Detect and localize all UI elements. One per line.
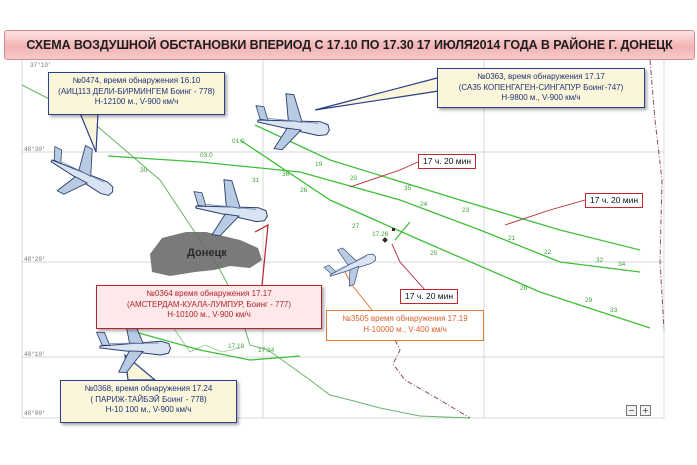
track-label-group: 03.0 01.0 17.18 17.24 17.26 19 20 21 22 …: [140, 138, 626, 354]
track-label: 31: [252, 177, 260, 184]
track-label: 29: [585, 297, 593, 304]
grid-label: 37°10': [30, 62, 52, 69]
time-tag: 17 ч. 20 мин: [418, 154, 477, 169]
flight-tracks: [107, 124, 651, 361]
callout-0364: №0364 время обнаружения 17.17 (АМСТЕРДАМ…: [96, 285, 322, 329]
page-title: СХЕМА ВОЗДУШНОЙ ОБСТАНОВКИ ВПЕРИОД С 17.…: [26, 38, 673, 52]
track-label: 33: [610, 307, 618, 314]
callout-line: №0363, время обнаружения 17.17: [477, 72, 605, 81]
track-label: 20: [350, 175, 358, 182]
track-label: 17.24: [258, 347, 275, 354]
callout-line: (АИЦ113 ДЕЛИ-БИРМИНГЕМ Боинг - 778): [58, 86, 215, 96]
callout-line: (СА35 КОПЕНГАГЕН-СИНГАПУР Боинг-747): [458, 82, 624, 92]
track-label: 23: [462, 207, 470, 214]
city-label: Донецк: [187, 247, 227, 259]
track-label: 30: [140, 167, 148, 174]
grid-label: 48°00': [24, 410, 46, 417]
state-border-line: [392, 59, 665, 419]
callout-line: Н-10 100 м., V-900 км/ч: [105, 405, 192, 414]
callout-0363: №0363, время обнаружения 17.17 (СА35 КОП…: [437, 68, 645, 108]
track-label: 19: [315, 161, 323, 168]
callout-line: ( ПАРИЖ-ТАЙБЭЙ Боинг - 778): [90, 394, 207, 404]
red-callout-leader: [254, 223, 269, 286]
callout-line: №3505 время обнаружения 17.19: [342, 314, 468, 323]
track-label: 21: [508, 235, 516, 242]
callout-3505: №3505 время обнаружения 17.19 Н-10000 м.…: [326, 310, 484, 341]
callout-line: (АМСТЕРДАМ-КУАЛА-ЛУМПУР, Боинг - 777): [126, 299, 292, 309]
track-label: 24: [420, 201, 428, 208]
time-leaders: [349, 161, 586, 291]
track-label: 27: [352, 223, 360, 230]
track-label: 26: [300, 187, 308, 194]
callout-line: Н-10000 м., V-400 км/ч: [363, 324, 447, 334]
track-label: 17.26: [372, 231, 389, 238]
grid-label: 48°30': [24, 146, 46, 153]
time-tag: 17 ч. 20 мин: [585, 193, 644, 208]
callout-line: Н-12100 м., V-900 км/ч: [94, 97, 179, 106]
callout-line: №0368, время обнаружения 17.24: [84, 384, 213, 393]
callout-line: Н-10100 м., V-900 км/ч: [167, 310, 251, 319]
zoom-minus-icon[interactable]: −: [626, 405, 637, 416]
donetsk-city-area: [150, 232, 262, 276]
track-label: 32: [596, 257, 604, 264]
grid-label: 48°20': [24, 256, 46, 263]
admin-border-line: [21, 84, 471, 419]
track-markers: [382, 228, 395, 243]
track-label: 03.0: [200, 152, 213, 159]
callout-0474: №0474, время обнаружения 16.10 (АИЦ113 Д…: [48, 72, 225, 115]
track-label: 25: [430, 250, 438, 257]
callout-0368: №0368, время обнаружения 17.24 ( ПАРИЖ-Т…: [60, 380, 237, 423]
track-label: 22: [544, 249, 552, 256]
callout-line: №0474, время обнаружения 16.10: [72, 76, 201, 85]
track-label: 35: [404, 185, 412, 192]
track-label: 34: [618, 261, 626, 268]
title-banner: СХЕМА ВОЗДУШНОЙ ОБСТАНОВКИ ВПЕРИОД С 17.…: [4, 30, 695, 60]
callout-line: Н-9800 м., V-900 км/ч: [501, 93, 581, 102]
track-label: 17.18: [228, 343, 245, 350]
callout-line: №0364 время обнаружения 17.17: [146, 289, 272, 298]
time-tag: 17 ч. 20 мин: [400, 289, 459, 304]
track-label: 36: [282, 171, 290, 178]
track-label: 28: [520, 285, 528, 292]
track-label: 01.0: [232, 138, 245, 145]
zoom-plus-icon[interactable]: +: [640, 405, 651, 416]
grid-label: 48°10': [24, 351, 46, 358]
